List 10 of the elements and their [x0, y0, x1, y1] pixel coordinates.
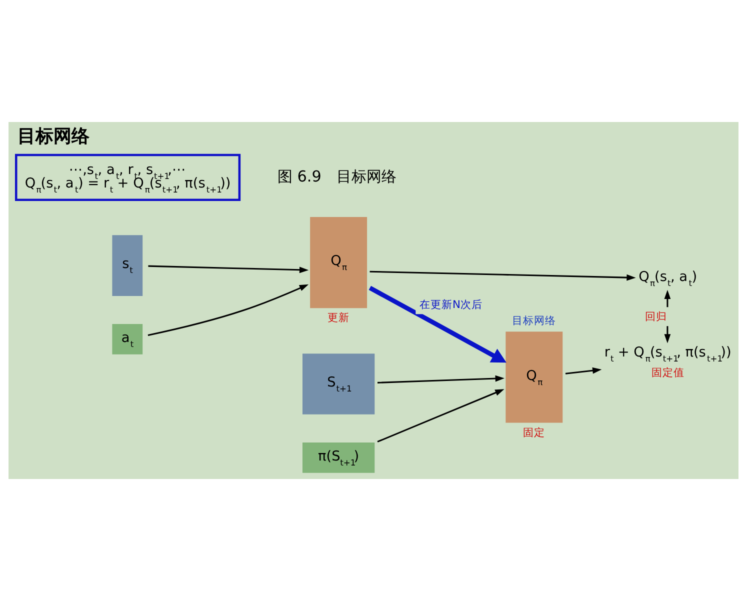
node-text: Q$_{π}$(s$_{t}$, a$_{t}$) [638, 269, 698, 288]
node-label: 固定 [523, 426, 546, 439]
edge-label: 回归 [645, 310, 668, 323]
edge-label: 在更新N次后 [419, 298, 482, 311]
caption: 图 6.9 目标网络 [277, 167, 396, 186]
node-text: r$_{t}$ + Q$_{π}$(s$_{t+1}$, π(s$_{t+1}$)) [604, 344, 732, 364]
node-label: 固定值 [652, 366, 685, 379]
node-label: 更新 [328, 311, 350, 324]
diagram-title: 目标网络 [18, 126, 90, 147]
node-label: 目标网络 [512, 314, 556, 328]
